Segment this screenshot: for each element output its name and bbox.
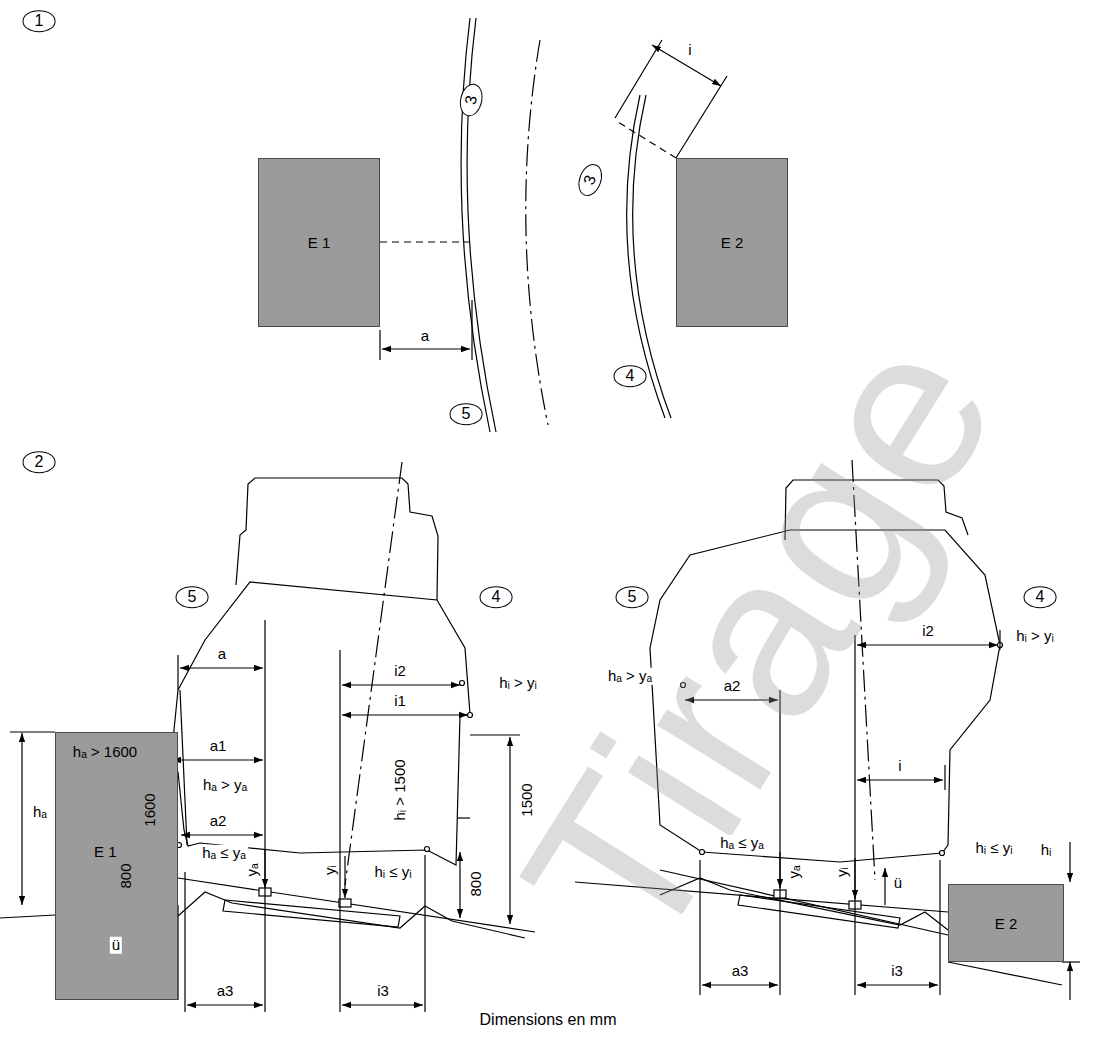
callout-number: 5 bbox=[176, 586, 209, 608]
obstacle-block: E 1 bbox=[258, 158, 380, 327]
dimension-label: hₐ ≤ yₐ bbox=[718, 835, 766, 852]
obstacle-name: E 2 bbox=[721, 234, 744, 251]
dimension-label: i bbox=[686, 42, 693, 59]
dimension-label: a3 bbox=[730, 963, 751, 980]
callout-number: 2 bbox=[23, 451, 56, 473]
callout-number: 1 bbox=[23, 10, 56, 32]
dimension-label: 800 bbox=[118, 863, 135, 888]
dimension-label: a bbox=[216, 646, 228, 663]
dimension-label: i3 bbox=[375, 983, 391, 1000]
callout-number: 3 bbox=[457, 82, 485, 119]
dimension-label: i2 bbox=[392, 663, 408, 680]
dimension-label: hᵢ > yᵢ bbox=[497, 675, 539, 692]
dimension-label: yᵢ bbox=[834, 865, 851, 879]
dimension-label: hₐ > yₐ bbox=[606, 668, 654, 685]
dimension-label: ü bbox=[892, 875, 904, 892]
obstacle-block: E 2 bbox=[676, 158, 788, 327]
callout-number: 4 bbox=[1024, 586, 1057, 608]
callout-number: 3 bbox=[574, 161, 606, 199]
obstacle-block: E 1 bbox=[55, 732, 178, 1000]
dimension-label: hᵢ ≤ yᵢ bbox=[372, 864, 413, 881]
dimension-label: ü bbox=[110, 937, 122, 954]
dimension-label: a2 bbox=[722, 678, 743, 695]
dimension-label: hₐ ≤ yₐ bbox=[200, 845, 248, 862]
dimension-label: 800 bbox=[468, 869, 485, 898]
callout-number: 5 bbox=[616, 586, 649, 608]
dimension-label: a1 bbox=[208, 738, 229, 755]
dimension-label: i2 bbox=[920, 623, 936, 640]
obstacle-name: E 1 bbox=[94, 843, 117, 860]
dimension-label: i3 bbox=[889, 963, 905, 980]
dimension-label: hₐ > 1600 bbox=[73, 744, 137, 761]
dimension-label: hₐ bbox=[31, 804, 49, 821]
dimension-label: hᵢ > 1500 bbox=[392, 757, 409, 822]
dimension-label: a bbox=[419, 328, 431, 345]
obstacle-block: E 2 bbox=[948, 884, 1064, 962]
dimension-label: i bbox=[896, 758, 903, 775]
dimension-label: yₐ bbox=[786, 863, 803, 880]
dimension-label: 1500 bbox=[519, 781, 536, 818]
dimension-label: a3 bbox=[215, 983, 236, 1000]
callout-number: 5 bbox=[450, 403, 483, 425]
dimension-label: yᵢ bbox=[322, 863, 339, 877]
dimension-label: a2 bbox=[208, 813, 229, 830]
dimension-label: 1600 bbox=[142, 793, 159, 826]
dimension-label: hᵢ ≤ yᵢ bbox=[973, 840, 1014, 857]
dimension-label: hᵢ > yᵢ bbox=[1014, 628, 1056, 645]
dimension-label: yₐ bbox=[244, 861, 261, 878]
dimension-label: i1 bbox=[392, 693, 408, 710]
dimension-label: hₐ > yₐ bbox=[201, 777, 249, 794]
callout-number: 4 bbox=[480, 586, 513, 608]
dimension-label: Dimensions en mm bbox=[480, 1011, 617, 1029]
obstacle-name: E 2 bbox=[995, 915, 1018, 932]
callout-number: 4 bbox=[614, 365, 647, 387]
dimension-label: hᵢ bbox=[1039, 842, 1054, 859]
obstacle-name: E 1 bbox=[308, 234, 331, 251]
